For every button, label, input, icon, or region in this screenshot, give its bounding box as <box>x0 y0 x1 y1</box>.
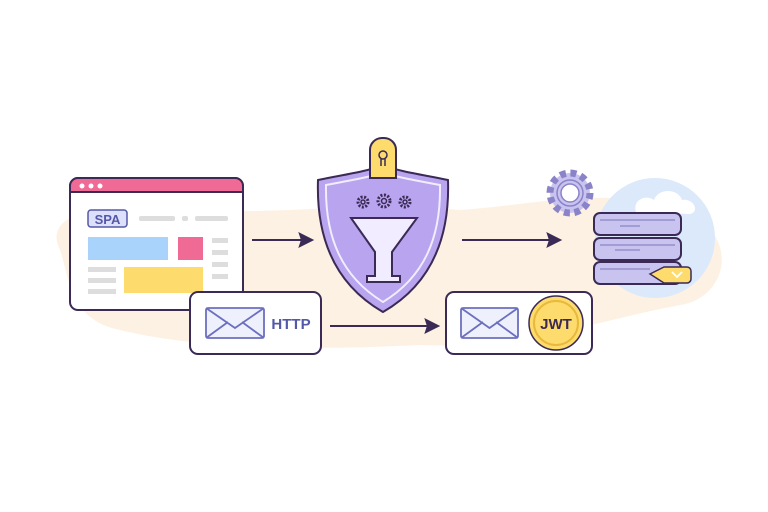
browser-window-icon <box>69 177 244 311</box>
arrow-right-icon <box>330 318 441 334</box>
envelope-icon <box>460 307 519 339</box>
envelope-icon <box>205 307 265 339</box>
arrow-right-icon <box>252 232 315 248</box>
spa-label: SPA <box>95 212 121 227</box>
token-coin-icon <box>528 295 584 351</box>
lock-icon <box>369 137 397 179</box>
cloud-icon <box>635 191 696 214</box>
gear-icon <box>546 169 594 217</box>
gear-icon <box>356 193 412 209</box>
check-tag-icon <box>648 266 692 284</box>
arrow-right-icon <box>462 232 563 248</box>
funnel-icon <box>349 217 419 283</box>
http-label: HTTP <box>271 316 310 333</box>
jwt-label: JWT <box>540 316 572 333</box>
